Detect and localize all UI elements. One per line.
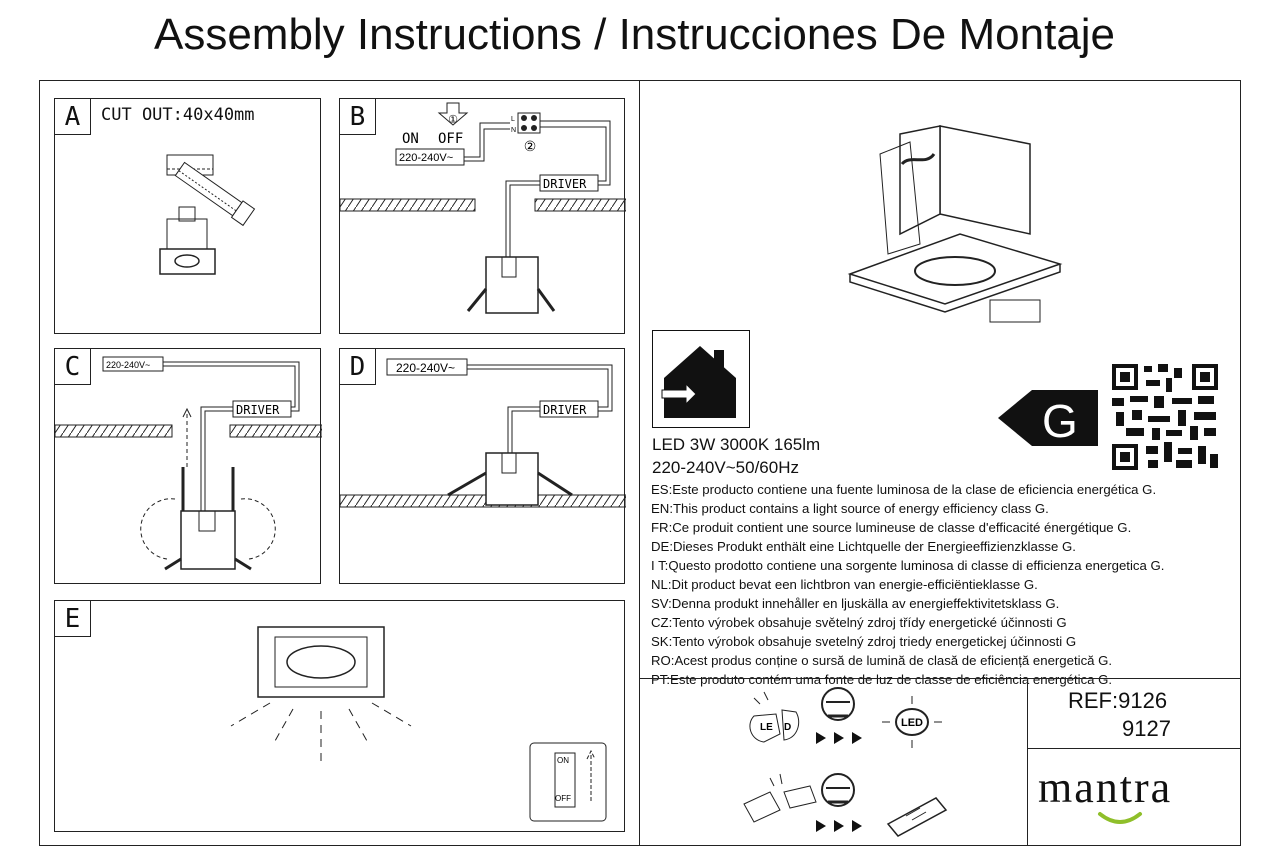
panel-b: B ① ON OFF 220-240V~ L N ② DRIVER (339, 98, 626, 334)
panel-e: E ON OFF (54, 600, 625, 832)
broken-led-icon: LE D (749, 691, 800, 743)
house-energy-icon (652, 330, 750, 428)
page-title: Assembly Instructions / Instrucciones De… (153, 10, 1116, 59)
svg-text:N: N (511, 127, 516, 134)
svg-text:①: ① (448, 114, 458, 126)
energy-class-badge (998, 390, 1098, 446)
svg-text:DRIVER: DRIVER (236, 403, 280, 417)
svg-text:DRIVER: DRIVER (543, 403, 587, 417)
reference-number: REF:9126 (1068, 688, 1168, 713)
reference-number-alt: 9127 (1122, 716, 1171, 741)
spec-power: LED 3W 3000K 165lm (652, 435, 821, 454)
cutout-label: CUT OUT:40x40mm (101, 105, 255, 125)
saw-icon (174, 161, 256, 227)
efficiency-line: RO:Acest produs conține o sursă de lumin… (651, 653, 1113, 668)
svg-text:ON: ON (402, 131, 419, 147)
brand-logo: mantra (1038, 763, 1173, 812)
panel-letter: D (340, 349, 376, 385)
qr-code-icon (1110, 362, 1220, 472)
svg-text:L: L (511, 116, 515, 123)
svg-text:D: D (784, 722, 791, 733)
svg-text:220-240V~: 220-240V~ (396, 361, 455, 375)
efficiency-line: EN:This product contains a light source … (651, 501, 1049, 516)
svg-text:OFF: OFF (438, 131, 463, 147)
driver-unit-icon (886, 797, 948, 837)
svg-text:DRIVER: DRIVER (543, 177, 587, 191)
divider (639, 80, 640, 846)
wiring-diagram: ① ON OFF 220-240V~ L N ② DRIVER (340, 102, 626, 314)
installation-diagram-d: 220-240V~ DRIVER (340, 358, 626, 508)
svg-text:220-240V~: 220-240V~ (399, 152, 453, 164)
divider (1027, 748, 1241, 749)
divider (1027, 678, 1028, 846)
cutout-diagram (159, 154, 256, 275)
panel-letter: C (55, 349, 91, 385)
efficiency-statements: ES:Este producto contiene una fuente lum… (651, 480, 1241, 689)
svg-text:LED: LED (901, 717, 923, 729)
arrow-right-icon (816, 732, 862, 744)
broken-driver-icon (743, 773, 817, 823)
efficiency-line: DE:Dieses Produkt enthält eine Lichtquel… (651, 539, 1076, 554)
efficiency-line: SV:Denna produkt innehåller en ljuskälla… (651, 596, 1060, 611)
instruction-sheet (39, 80, 1241, 846)
spec-voltage: 220-240V~50/60Hz (652, 458, 799, 477)
panel-d: D 220-240V~ DRIVER (339, 348, 626, 584)
arrow-right-icon (816, 820, 862, 832)
panel-letter: B (340, 99, 376, 135)
panel-c: C 220-240V~ DRIVER (54, 348, 322, 584)
efficiency-line: PT:Este produto contém uma fonte de luz … (651, 672, 1113, 687)
installation-diagram-c: 220-240V~ DRIVER (55, 356, 322, 571)
arrow-down-icon (437, 102, 469, 126)
led-bulb-icon: LED (882, 696, 942, 748)
svg-text:LE: LE (760, 722, 773, 733)
panel-letter: E (55, 601, 91, 637)
efficiency-line: CZ:Tento výrobek obsahuje světelný zdroj… (651, 615, 1067, 630)
panel-letter: A (55, 99, 91, 135)
technician-icon (821, 773, 855, 807)
panel-a: A CUT OUT:40x40mm (54, 98, 321, 334)
connector-block (517, 112, 541, 134)
energy-class-letter: G (1042, 395, 1078, 447)
efficiency-line: ES:Este producto contiene una fuente lum… (651, 482, 1157, 497)
efficiency-line: FR:Ce produit contient une source lumine… (651, 520, 1132, 535)
technician-icon (821, 687, 855, 721)
lit-fixture-diagram: ON OFF (230, 626, 607, 822)
efficiency-line: SK:Tento výrobok obsahuje svetelný zdroj… (651, 634, 1077, 649)
svg-text:OFF: OFF (555, 794, 571, 803)
svg-text:②: ② (524, 138, 537, 154)
svg-text:ON: ON (557, 756, 569, 765)
svg-text:220-240V~: 220-240V~ (106, 360, 150, 370)
divider (640, 678, 1241, 679)
product-illustration (847, 125, 1063, 323)
efficiency-line: NL:Dit product bevat een lichtbron van e… (651, 577, 1038, 592)
efficiency-line: I T:Questo prodotto contiene una sorgent… (651, 558, 1165, 573)
wall-switch-icon (529, 742, 607, 822)
disposal-icons: LE D LED (743, 687, 948, 837)
logo-swoosh (1098, 812, 1142, 824)
